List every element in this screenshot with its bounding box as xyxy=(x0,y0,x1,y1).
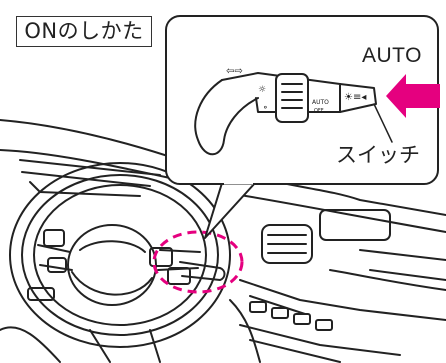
parking-light-icon: ⚬ xyxy=(262,103,269,112)
turn-signal-arrows-icon: ⇦⇨ xyxy=(226,66,243,77)
headlight-icon: ☼ xyxy=(258,85,266,95)
stalk-off-marking: OFF xyxy=(314,108,324,114)
page-title: ONのしかた xyxy=(16,16,152,47)
high-beam-icon: ☀≡◂ xyxy=(344,92,366,103)
steering-wheel-rim xyxy=(10,163,230,347)
steering-hub xyxy=(68,225,156,305)
auto-mode-label: AUTO xyxy=(362,44,422,68)
switch-label: スイッチ xyxy=(336,139,420,169)
light-switch-dial xyxy=(276,74,308,122)
callout-pointer xyxy=(205,183,255,238)
stalk-auto-marking: AUTO xyxy=(312,99,329,106)
